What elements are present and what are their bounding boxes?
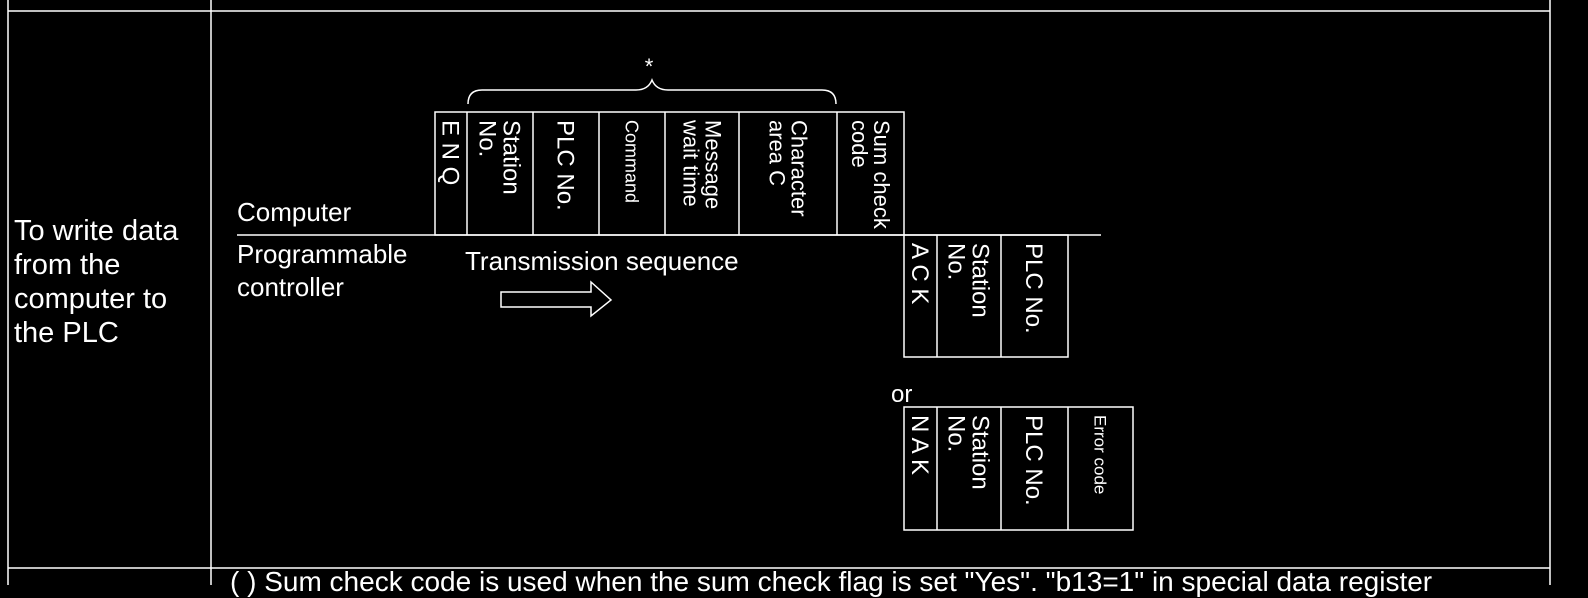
nak-frame-outline <box>903 406 1134 531</box>
computer-frame-cell: Messagewait time <box>678 119 725 209</box>
brace <box>467 77 837 105</box>
row-label: To write data from the computer to the P… <box>14 215 179 349</box>
nak-frame: N A K StationNo. PLC No. Error code <box>903 406 1134 531</box>
bottom-note: ( ) Sum check code is used when the sum … <box>230 566 1433 597</box>
computer-frame-cell: E N Q <box>437 120 464 185</box>
sequence-diagram: * Transmission sequence or E N Q StationN… <box>237 54 1134 531</box>
nak-frame-cell: PLC No. <box>1020 415 1047 506</box>
nak-frame-cell: Error code <box>1091 415 1110 494</box>
computer-label: Computer <box>237 197 352 227</box>
ack-frame-cell: PLC No. <box>1020 243 1047 334</box>
ack-frame-outline <box>903 234 1069 358</box>
computer-frame-cell: Sum checkcode <box>847 120 894 230</box>
computer-frame-cell: Command <box>622 120 642 203</box>
ack-frame: A C K StationNo. PLC No. <box>903 234 1069 358</box>
computer-frame-outline <box>434 111 905 236</box>
or-label: or <box>891 381 912 408</box>
direction-arrow-icon <box>500 280 613 318</box>
nak-frame-cell: N A K <box>906 415 933 475</box>
diagram-stage: To write data from the computer to the P… <box>7 0 1551 597</box>
ack-frame-cell: A C K <box>906 243 933 304</box>
nak-frame-cell: StationNo. <box>943 415 994 490</box>
computer-frame-cell: Characterarea C <box>764 120 811 217</box>
computer-frame: E N Q StationNo. PLC No. Command Messagewait… <box>434 111 905 236</box>
computer-frame-cell: PLC No. <box>552 120 579 211</box>
table-grid <box>7 0 1551 585</box>
plc-label: Programmable controller <box>237 239 408 302</box>
computer-frame-cell: StationNo. <box>474 120 525 195</box>
transmission-label: Transmission sequence <box>465 246 739 276</box>
ack-frame-cell: StationNo. <box>943 243 994 318</box>
brace-note: * <box>645 54 654 79</box>
